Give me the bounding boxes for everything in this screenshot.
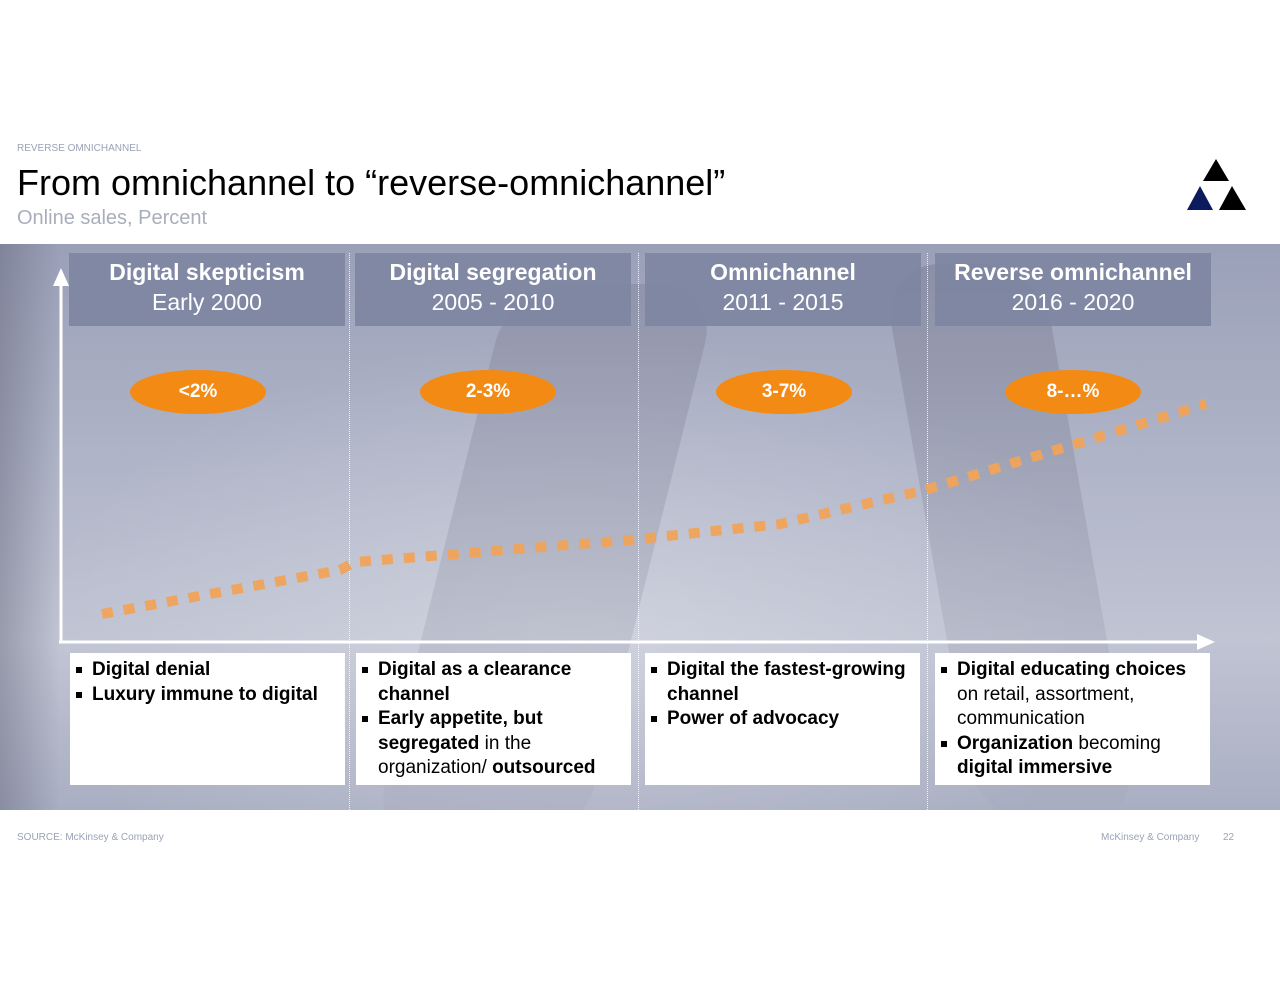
phase-name: Digital skepticism (109, 259, 305, 285)
phase-separator (927, 253, 928, 810)
bullet-text-run: Digital the fastest-growing channel (667, 659, 906, 705)
phase-header-digital-segregation: Digital segregation 2005 - 2010 (355, 253, 631, 326)
description-bullet: Luxury immune to digital (74, 683, 339, 708)
bullet-text-run: in the organization/ (378, 732, 532, 779)
description-bullet: Digital denial (74, 658, 339, 683)
source-note: SOURCE: McKinsey & Company (17, 832, 164, 843)
bullet-text-run: Digital as a clearance channel (378, 659, 572, 705)
page-number: 22 (1223, 832, 1235, 843)
description-bullet: Digital as a clearance channel (360, 658, 625, 707)
description-bullet: Organization becoming digital immersive (939, 732, 1204, 781)
description-bullet: Early appetite, but segregated in the or… (360, 707, 625, 781)
phase-header-omnichannel: Omnichannel 2011 - 2015 (645, 253, 921, 326)
phase-name: Reverse omnichannel (954, 259, 1192, 285)
phase-header-digital-skepticism: Digital skepticism Early 2000 (69, 253, 345, 326)
phase-header-reverse-omnichannel: Reverse omnichannel 2016 - 2020 (935, 253, 1211, 326)
bullet-text-run: Digital denial (92, 659, 211, 680)
share-badge: <2% (130, 370, 266, 414)
phase-years: Early 2000 (152, 289, 262, 315)
description-bullet: Power of advocacy (649, 707, 914, 732)
phase-separator (638, 253, 639, 810)
bullet-text-run: on retail, assortment, communication (957, 683, 1135, 730)
bullet-text-run: Early appetite, but segregated (378, 708, 543, 754)
page-subtitle: Online sales, Percent (17, 207, 208, 229)
phase-years: 2011 - 2015 (722, 289, 844, 315)
share-badge: 8-…% (1005, 370, 1141, 414)
description-bullet: Digital the fastest-growing channel (649, 658, 914, 707)
share-badge: 3-7% (716, 370, 852, 414)
page-title: From omnichannel to “reverse-omnichannel… (17, 162, 726, 203)
bullet-text-run: Organization (957, 732, 1074, 754)
bullet-text-run: outsourced (492, 757, 596, 778)
description-box-reverse-omnichannel: Digital educating choices on retail, ass… (935, 653, 1210, 785)
phase-name: Digital segregation (389, 259, 597, 285)
bullet-text-run: Digital educating choices (957, 659, 1187, 680)
description-bullet: Digital educating choices on retail, ass… (939, 658, 1204, 732)
phase-name: Omnichannel (710, 259, 856, 285)
bullet-text-run: Power of advocacy (667, 708, 840, 729)
company-logo-icon (1187, 159, 1246, 210)
tracker-label: REVERSE OMNICHANNEL (17, 143, 142, 154)
footer-company: McKinsey & Company (1101, 832, 1200, 843)
bullet-text-run: digital immersive (957, 757, 1113, 778)
bullet-text-run: becoming (1073, 732, 1161, 754)
phase-years: 2005 - 2010 (431, 289, 555, 315)
share-badge: 2-3% (420, 370, 556, 414)
bullet-text-run: Luxury immune to digital (92, 683, 318, 705)
phase-years: 2016 - 2020 (1011, 289, 1135, 315)
phase-separator (349, 253, 350, 810)
